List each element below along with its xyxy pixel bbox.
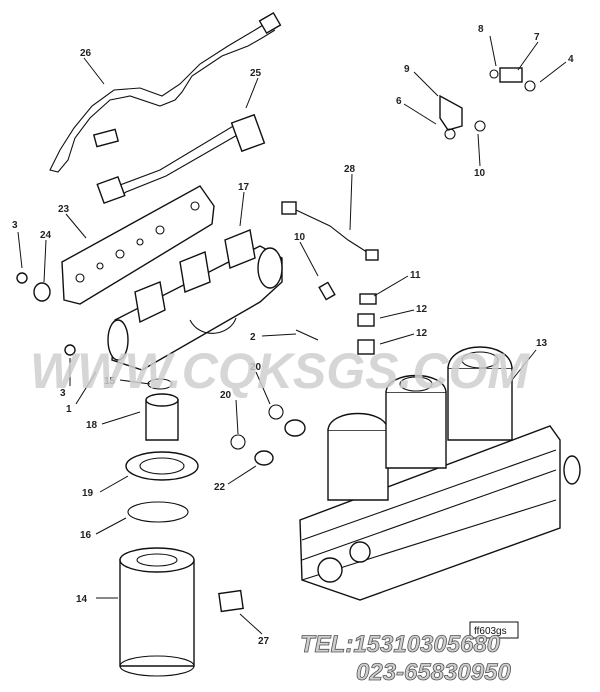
part-oil-tube-26 [49,11,282,173]
callout-label: 11 [410,270,421,281]
callout-label: 13 [536,338,548,349]
contact-tel: TEL:15310305680 [300,631,501,658]
part-filter-head-17 [107,229,283,371]
callout-label: 3 [60,388,66,399]
callout-label: 24 [40,230,52,241]
callout-label: 26 [80,48,92,59]
callout-label: 12 [416,304,428,315]
callout-label: 14 [76,594,88,605]
part-sensor-harness-28 [281,201,379,261]
part-fasteners [16,272,377,466]
callout-label: 22 [214,482,226,493]
callout-label: 10 [474,168,486,179]
callout-label: 12 [416,328,428,339]
callout-label: 16 [80,530,92,541]
callout-labels: 26 25 3 24 23 17 10 28 11 12 12 2 20 20 … [12,24,574,647]
part-filter-stack [119,378,199,677]
drawing-code: ff603gs [474,626,507,637]
callout-label: 20 [250,362,262,373]
callout-label: 9 [404,64,410,75]
callout-label: 23 [58,204,70,215]
callout-label: 19 [82,488,94,499]
drawing-code-box: ff603gs [469,621,519,639]
callout-label: 1 [66,404,72,415]
callout-label: 10 [294,232,306,243]
callout-label: 18 [86,420,98,431]
callout-label: 27 [258,636,270,647]
callout-label: 28 [344,164,356,175]
callout-label: 3 [12,220,18,231]
part-label-27 [218,589,244,613]
callout-label: 6 [396,96,402,107]
callout-label: 7 [534,32,540,43]
callout-label: 15 [104,376,116,387]
watermark-text: WWW.CQKSGS.COM [30,343,530,399]
contact-phone: 023-65830950 [356,659,511,686]
part-filter-module-13 [299,346,581,601]
part-gasket-23 [61,185,215,305]
callout-label: 20 [220,390,232,401]
callout-label: 4 [568,54,574,65]
callout-label: 2 [250,332,256,343]
callout-label: 8 [478,24,484,35]
callout-label: 17 [238,182,250,193]
callout-label: 25 [250,68,262,79]
part-fittings-top-right [439,67,536,140]
part-tube-25 [96,113,266,205]
leader-lines [17,35,567,635]
